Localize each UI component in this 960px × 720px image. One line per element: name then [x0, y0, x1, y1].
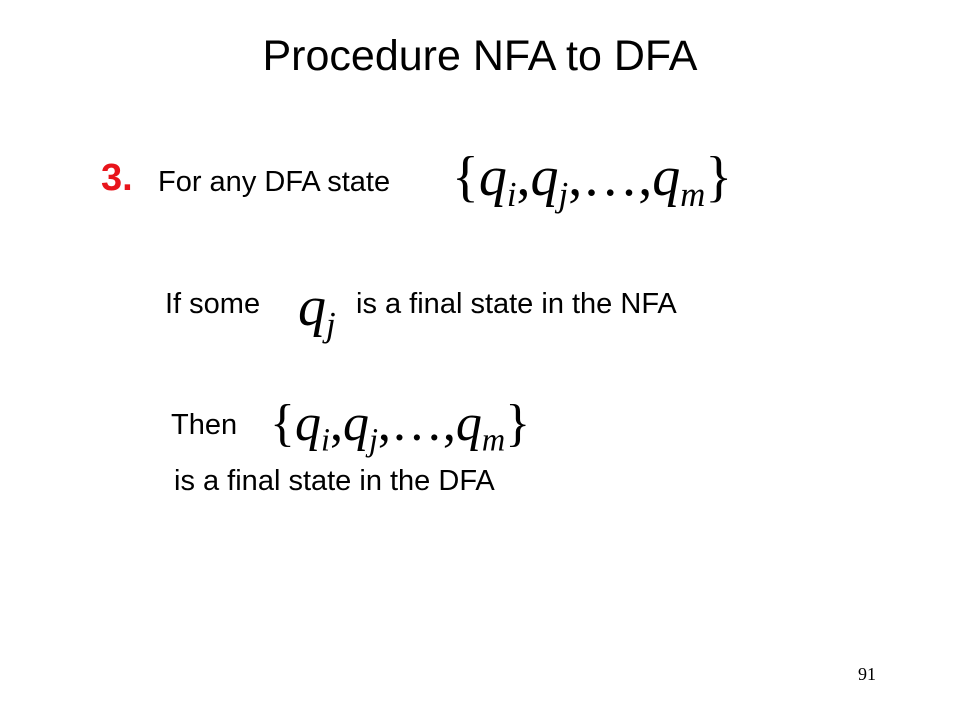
step-text: For any DFA state: [158, 166, 391, 198]
open-brace: {: [270, 395, 295, 452]
q-symbol: q: [342, 395, 369, 452]
comma: ,: [516, 146, 531, 208]
q-symbol: q: [298, 276, 326, 338]
index-j: j: [326, 305, 336, 345]
open-brace: {: [452, 146, 479, 208]
final-in-nfa-text: is a final state in the NFA: [356, 288, 677, 320]
close-brace: }: [705, 146, 733, 208]
slide-title: Procedure NFA to DFA: [262, 32, 698, 80]
q-symbol: q: [294, 395, 321, 452]
dfa-state-set-formula: {qi,qj,…,qm}: [452, 142, 732, 230]
ellipsis: ,…,: [377, 395, 456, 452]
then-text: Then: [171, 409, 238, 441]
index-m: m: [481, 421, 506, 458]
final-in-dfa-text: is a final state in the DFA: [174, 465, 495, 497]
index-i: i: [506, 175, 517, 215]
index-m: m: [680, 175, 706, 215]
q-symbol: q: [478, 146, 507, 208]
index-j: j: [558, 175, 569, 215]
qj-formula: qj: [298, 272, 336, 360]
q-symbol: q: [455, 395, 482, 452]
step-number: 3.: [101, 157, 133, 199]
final-set-formula: {qi,qj,…,qm}: [270, 392, 530, 471]
q-symbol: q: [652, 146, 681, 208]
q-symbol: q: [530, 146, 559, 208]
index-j: j: [368, 421, 378, 458]
index-i: i: [320, 421, 330, 458]
ellipsis: ,…,: [568, 146, 653, 208]
if-some-text: If some: [165, 288, 261, 320]
page-number: 91: [858, 664, 876, 684]
comma: ,: [329, 395, 343, 452]
close-brace: }: [505, 395, 531, 452]
